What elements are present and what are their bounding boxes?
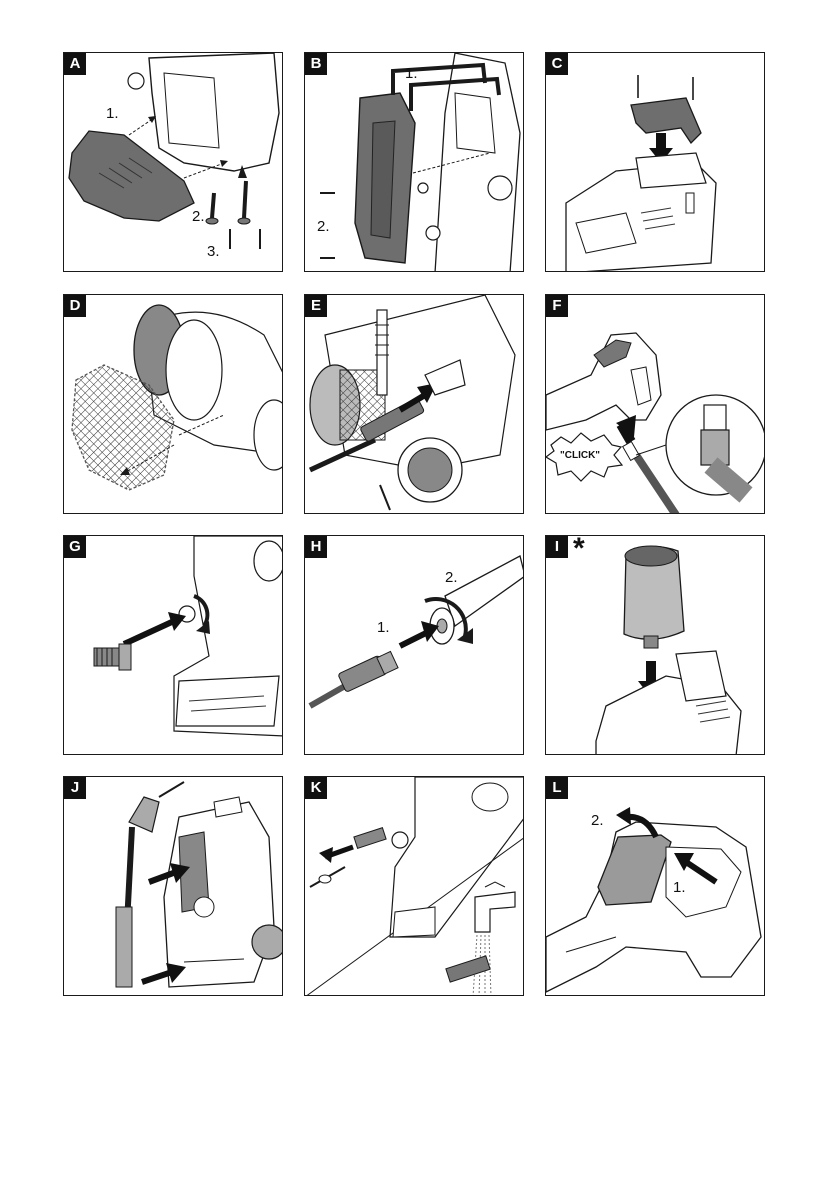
figure-panel-j: J	[63, 776, 283, 996]
illustration-trigger-lock	[546, 807, 762, 993]
figure-panel-k: K	[304, 776, 524, 996]
figure-panel-i: I *	[545, 535, 765, 755]
optional-accessory-marker: *	[573, 535, 585, 565]
illustration-filter-grid	[71, 304, 282, 491]
panel-label-a: A	[64, 53, 86, 75]
figure-panel-c: C	[545, 52, 765, 272]
figure-panel-d: D	[63, 294, 283, 514]
illustration-gun-click-connect	[546, 332, 764, 513]
figure-panel-g: G	[63, 535, 283, 755]
step-label-1: 1.	[673, 879, 686, 896]
figure-panel-a: A 1. 2. 3.	[63, 52, 283, 272]
panel-label-l: L	[546, 777, 568, 799]
figure-panel-l: L 1. 2.	[545, 776, 765, 996]
step-label-2: 2.	[445, 569, 458, 586]
step-label-2: 2.	[591, 812, 604, 829]
figure-panel-b: B 1. 2.	[304, 52, 524, 272]
illustration-lance-connect	[308, 555, 523, 709]
illustration-handle-mount	[565, 75, 717, 271]
panel-label-k: K	[305, 777, 327, 799]
step-label-1: 1.	[377, 619, 390, 636]
figure-panel-f: F "CLICK"	[545, 294, 765, 514]
illustration-side-cover-mount	[320, 53, 521, 271]
panel-label-f: F	[546, 295, 568, 317]
panel-label-b: B	[305, 53, 327, 75]
panel-label-e: E	[305, 295, 327, 317]
click-callout: "CLICK"	[560, 450, 601, 461]
step-label-1: 1.	[106, 105, 119, 122]
illustration-storage	[115, 781, 282, 988]
panel-label-j: J	[64, 777, 86, 799]
illustration-front-cover-mount	[68, 53, 280, 249]
illustration-hose-connect	[308, 295, 516, 511]
panel-label-h: H	[305, 536, 327, 558]
step-label-1: 1.	[405, 65, 418, 82]
illustration-detergent-bottle	[595, 545, 742, 754]
illustration-adapter-screw-in	[93, 536, 282, 737]
figure-panel-h: H 1. 2.	[304, 535, 524, 755]
illustration-water-filter-clean	[306, 777, 523, 995]
panel-label-c: C	[546, 53, 568, 75]
step-label-2: 2.	[192, 208, 205, 225]
figure-panel-e: E	[304, 294, 524, 514]
panel-label-i: I	[546, 536, 568, 558]
step-label-2: 2.	[317, 218, 330, 235]
panel-label-d: D	[64, 295, 86, 317]
panel-label-g: G	[64, 536, 86, 558]
step-label-3: 3.	[207, 243, 220, 260]
